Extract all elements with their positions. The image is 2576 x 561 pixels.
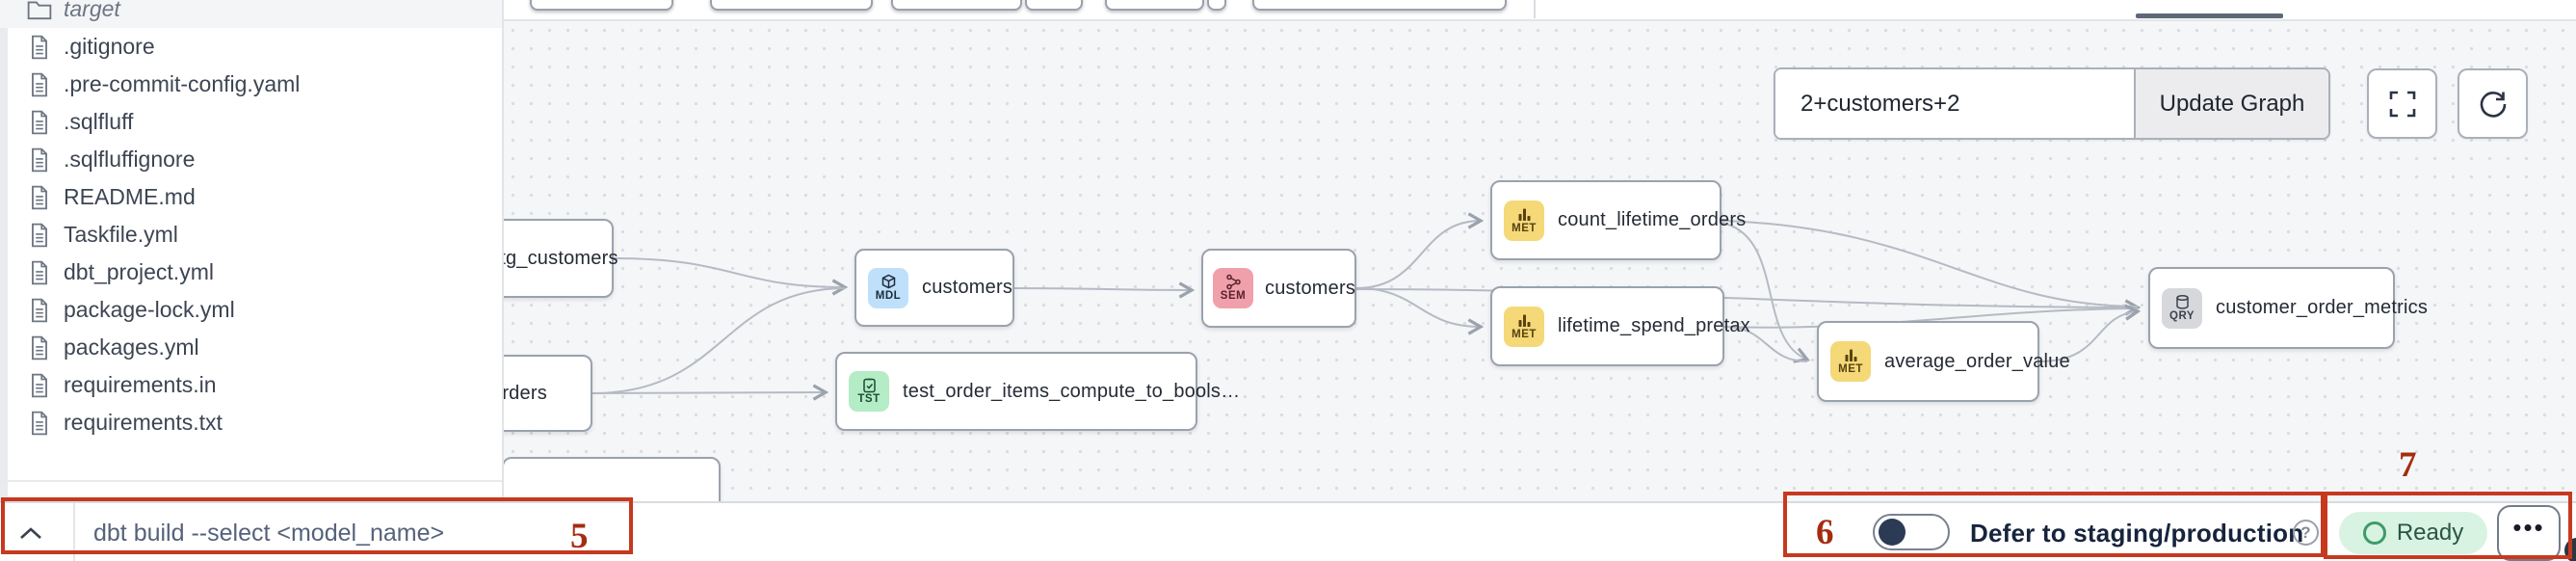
test-type-icon: TST	[849, 371, 889, 412]
file-icon	[27, 335, 52, 361]
file-tree-item[interactable]: .gitignore	[0, 28, 502, 66]
defer-label: Defer to staging/production	[1970, 518, 2304, 548]
node-label: stg_customers	[504, 247, 618, 269]
update-graph-button[interactable]: Update Graph	[2134, 69, 2328, 138]
file-tree-item[interactable]: .sqlfluff	[0, 103, 502, 141]
file-icon	[27, 373, 52, 398]
metric-type-icon: MET	[1830, 341, 1871, 382]
file-icon	[27, 223, 52, 248]
file-icon	[27, 411, 52, 436]
file-tree-item[interactable]: package-lock.yml	[0, 291, 502, 329]
toggle-knob	[1879, 519, 1906, 546]
node-label: test_order_items_compute_to_bools…	[903, 380, 1241, 402]
refresh-icon	[2480, 91, 2506, 118]
lineage-node-customers-semantic[interactable]: SEM customers	[1201, 249, 1356, 328]
file-icon	[27, 260, 52, 285]
status-label: Ready	[2396, 520, 2464, 546]
sidebar-footer-divider	[0, 480, 502, 482]
model-type-icon: MDL	[868, 267, 908, 308]
lineage-node-average-order-value[interactable]: MET average_order_value	[1817, 321, 2070, 402]
more-options-button[interactable]: •••	[2497, 505, 2561, 561]
selector-input[interactable]	[1775, 69, 2134, 138]
lineage-node-partial[interactable]	[504, 457, 721, 501]
toolbar-button-cut[interactable]	[710, 0, 873, 11]
toolbar-button-cut[interactable]	[530, 0, 673, 11]
status-circle-icon	[2362, 521, 2386, 545]
toolbar-divider	[1534, 0, 1536, 18]
file-explorer: target .gitignore .pre-commit-config.yam…	[0, 0, 504, 501]
file-tree-item[interactable]: .pre-commit-config.yaml	[0, 66, 502, 103]
collapse-panel-button[interactable]	[10, 517, 52, 549]
toolbar-button-cut[interactable]	[1207, 0, 1226, 11]
lineage-canvas[interactable]: MDL stg_customers MDL orders MDL custome…	[504, 21, 2576, 501]
file-tree-item-target[interactable]: target	[0, 0, 502, 28]
toolbar-button-cut[interactable]	[891, 0, 1022, 11]
lineage-node-test-order-items[interactable]: TST test_order_items_compute_to_bools…	[835, 352, 1240, 431]
fullscreen-icon	[2389, 91, 2415, 117]
metric-type-icon: MET	[1504, 200, 1544, 241]
defer-toggle[interactable]	[1873, 514, 1950, 550]
node-label: count_lifetime_orders	[1558, 209, 1747, 230]
lineage-node-customer-order-metrics[interactable]: QRY customer_order_metrics	[2148, 267, 2428, 349]
file-icon	[27, 147, 52, 173]
node-label: orders	[504, 382, 547, 404]
file-tree-item[interactable]: packages.yml	[0, 329, 502, 366]
metric-type-icon: MET	[1504, 306, 1544, 347]
node-label: customers	[922, 277, 1013, 298]
file-icon	[27, 185, 52, 210]
node-label: customer_order_metrics	[2216, 297, 2429, 318]
toolbar-button-cut[interactable]	[1252, 0, 1507, 11]
sidebar-gutter	[0, 0, 8, 501]
folder-icon	[27, 0, 52, 20]
lineage-node-count-lifetime-orders[interactable]: MET count_lifetime_orders	[1490, 180, 1746, 260]
ellipsis-icon: •••	[2512, 513, 2545, 542]
lineage-node-orders[interactable]: MDL orders	[504, 355, 592, 432]
file-icon	[27, 298, 52, 323]
selector-group: Update Graph	[1774, 67, 2330, 140]
toolbar-button-cut[interactable]	[1025, 0, 1083, 11]
chevron-up-icon	[20, 526, 41, 539]
bottom-command-bar: dbt build --select <model_name> Defer to…	[0, 501, 2576, 561]
bottombar-divider	[73, 503, 75, 561]
top-toolbar	[504, 0, 2576, 21]
status-badge[interactable]: Ready	[2339, 512, 2487, 554]
file-icon	[27, 110, 52, 135]
lineage-node-customers-model[interactable]: MDL customers	[854, 249, 1014, 327]
refresh-button[interactable]	[2458, 68, 2528, 139]
file-tree-item[interactable]: Taskfile.yml	[0, 216, 502, 254]
graph-toolbar: Update Graph	[1774, 67, 2330, 140]
lineage-node-stg-customers[interactable]: MDL stg_customers	[504, 219, 618, 298]
fullscreen-button[interactable]	[2367, 68, 2437, 139]
file-tree-item[interactable]: README.md	[0, 178, 502, 216]
lineage-node-lifetime-spend-pretax[interactable]: MET lifetime_spend_pretax	[1490, 286, 1750, 366]
file-tree-item[interactable]: dbt_project.yml	[0, 254, 502, 291]
node-label: customers	[1265, 277, 1356, 299]
toolbar-button-cut[interactable]	[1105, 0, 1204, 11]
semantic-type-icon: SEM	[1213, 268, 1253, 308]
file-list: target .gitignore .pre-commit-config.yam…	[0, 0, 502, 441]
file-tree-item[interactable]: requirements.txt	[0, 404, 502, 441]
query-type-icon: QRY	[2162, 287, 2202, 329]
node-label: lifetime_spend_pretax	[1558, 315, 1750, 336]
file-icon	[27, 72, 52, 97]
file-tree-item[interactable]: .sqlfluffignore	[0, 141, 502, 178]
file-tree-item[interactable]: requirements.in	[0, 366, 502, 404]
node-label: average_order_value	[1884, 350, 2070, 372]
file-icon	[27, 35, 52, 60]
active-tab-indicator	[2136, 13, 2283, 18]
command-input[interactable]: dbt build --select <model_name>	[93, 519, 445, 547]
help-icon[interactable]: ?	[2293, 520, 2319, 546]
